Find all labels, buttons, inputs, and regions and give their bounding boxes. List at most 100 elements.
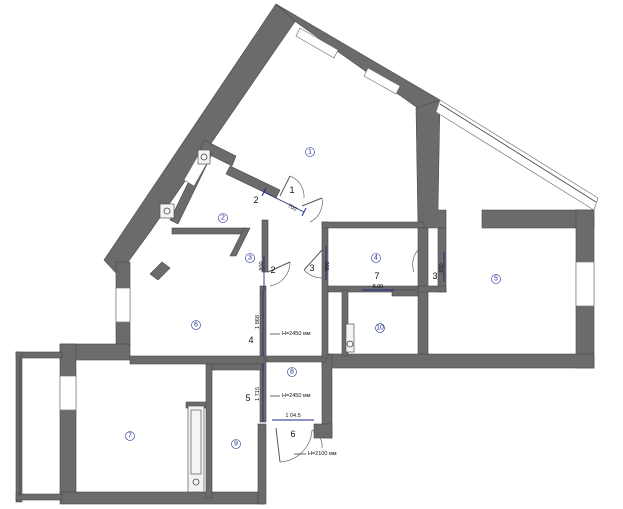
dim-line-700 <box>263 191 305 213</box>
window-top-2 <box>363 67 401 95</box>
room-markers: 1 2 3 4 5 6 7 8 9 10 <box>125 147 501 449</box>
room-marker-2-ring <box>218 213 228 223</box>
room-marker-10-ring <box>375 323 385 333</box>
wall-bath9-top <box>211 363 263 371</box>
wall-bath9-left <box>205 363 213 499</box>
wall-wc-right <box>261 219 269 273</box>
door-room1-arc-b <box>309 197 323 223</box>
zone-num: 6 <box>290 429 295 439</box>
room-marker-3-ring <box>245 253 255 263</box>
wall-room4-shelf <box>391 289 423 297</box>
toilet-bowl <box>346 340 354 348</box>
wall-living-diagonal <box>149 261 171 281</box>
room-marker-9-ring <box>231 439 241 449</box>
zone-num: 1 <box>289 185 294 195</box>
zone-num: 2 <box>270 265 275 275</box>
door-room3-leaf <box>303 249 323 271</box>
dim-800c: 800 <box>439 263 445 272</box>
wall-corridor-right <box>321 221 329 359</box>
wall-middle-horizontal <box>129 355 265 365</box>
bathtub-inner <box>190 409 202 475</box>
wall-closet-right <box>437 227 447 293</box>
zone-num: 2 <box>253 195 258 205</box>
wall-diagonal-top <box>275 3 441 119</box>
window-top-1 <box>295 27 339 59</box>
zone-num: 5 <box>245 393 250 403</box>
door-room1-leaf-a <box>279 175 291 197</box>
door-room3-arc <box>303 269 323 279</box>
balcony-wall-top <box>15 351 63 359</box>
wall-bottom-right <box>257 423 267 505</box>
window-glazed-diagonal <box>435 99 599 211</box>
wall-closet-bottom <box>417 285 447 293</box>
height-h2: H=2450 мм <box>282 393 311 399</box>
doors <box>267 175 419 463</box>
wall-hall-diagonal <box>225 165 281 199</box>
room-marker-9: 9 <box>234 441 238 448</box>
dim-700: 700 <box>287 203 298 213</box>
sink <box>159 203 175 219</box>
toilet <box>345 323 355 353</box>
wall-middle-right <box>265 355 327 363</box>
wall-room10-left <box>341 289 349 357</box>
room-marker-8-ring <box>287 367 297 377</box>
door-wc-arc <box>269 261 291 287</box>
dimension-labels: 700 800 800 800 8.00 1 868 1 715 1 04.5 … <box>255 203 445 457</box>
stove <box>197 149 211 165</box>
wall-central-vertical <box>415 99 447 229</box>
wall-bedroom-left <box>59 343 77 501</box>
stove-burner <box>200 153 208 161</box>
zone-num: 4 <box>248 335 253 345</box>
dimension-lines <box>261 187 445 455</box>
outer-walls <box>59 3 595 505</box>
windows <box>59 27 599 411</box>
dim-800a: 800 <box>259 261 265 270</box>
dim-800b: 800 <box>325 261 331 270</box>
door-bath9-arc <box>311 429 323 449</box>
room-marker-4: 4 <box>374 255 378 262</box>
room-marker-10: 10 <box>376 325 384 332</box>
room-marker-6: 6 <box>194 322 198 329</box>
window-room5-right <box>575 261 595 307</box>
zone-num: 7 <box>374 271 379 281</box>
door-closet-arc <box>412 249 419 273</box>
room-marker-5: 5 <box>494 276 498 283</box>
wall-room4-top <box>321 221 425 229</box>
room-marker-3: 3 <box>248 255 252 262</box>
room-marker-7: 7 <box>128 433 132 440</box>
dim-1045: 1 04.5 <box>285 413 300 419</box>
wall-wc-diagonal <box>229 227 251 257</box>
room-marker-7-ring <box>125 431 135 441</box>
height-h3: H=2100 мм <box>308 451 337 457</box>
balcony-wall-bottom <box>15 493 63 501</box>
door-wc-leaf <box>267 261 291 273</box>
dim-1868: 1 868 <box>255 315 261 329</box>
wall-bottom <box>59 491 265 505</box>
door-room1-leaf-b <box>301 197 323 207</box>
room-marker-2: 2 <box>221 215 225 222</box>
room-marker-1-ring <box>305 147 315 157</box>
interior-walls <box>129 139 447 499</box>
room-marker-4-ring <box>371 253 381 263</box>
dim-1715: 1 715 <box>255 387 261 401</box>
window-bedroom <box>59 375 77 411</box>
door-entry-arc <box>279 429 313 463</box>
wall-entry-bottom <box>313 423 333 439</box>
door-entry-leaf <box>275 427 281 463</box>
fixtures <box>159 149 355 493</box>
balcony <box>15 351 63 503</box>
wall-bath-bottom <box>171 227 247 235</box>
zone-num: 3 <box>309 263 314 273</box>
zone-numbers: 2 1 2 3 7 3 4 5 6 <box>245 185 437 439</box>
room-marker-8: 8 <box>290 369 294 376</box>
door-room1-arc-a <box>289 175 305 199</box>
sink-drain <box>163 207 171 215</box>
zone-num: 3 <box>432 271 437 281</box>
balcony-wall-left <box>15 351 23 503</box>
dim-800d: 8.00 <box>373 284 384 290</box>
room-marker-6-ring <box>191 320 201 330</box>
dim-tick-700b <box>301 207 307 217</box>
room-marker-1: 1 <box>308 149 312 156</box>
wall-bath-top <box>199 139 237 167</box>
